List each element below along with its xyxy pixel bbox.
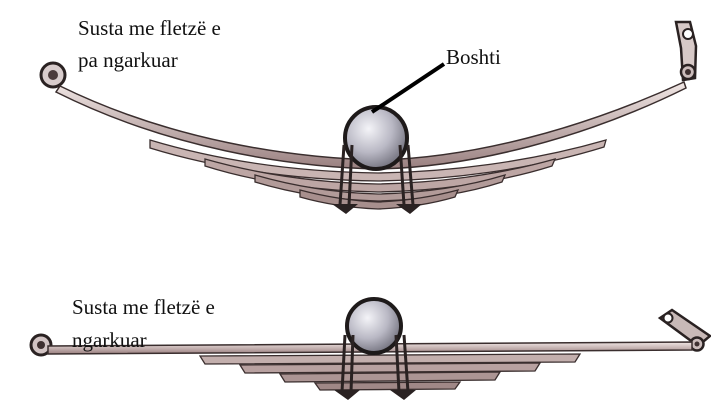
loaded-spring-label-line-1: Susta me fletzë e — [72, 295, 215, 320]
loaded-axle — [347, 299, 401, 353]
unloaded-axle — [345, 107, 407, 169]
unloaded-right-shackle — [676, 22, 696, 80]
unloaded-left-eye — [41, 63, 65, 87]
axle-leader-line — [372, 64, 444, 112]
loaded-spring-label-line-2: ngarkuar — [72, 328, 147, 353]
loaded-leaf-4 — [280, 372, 500, 382]
axle-label: Boshti — [446, 45, 501, 70]
loaded-leaf-5 — [315, 382, 460, 390]
unloaded-spring-label-line-1: Susta me fletzë e — [78, 16, 221, 41]
unloaded-spring-label-line-2: pa ngarkuar — [78, 48, 178, 73]
